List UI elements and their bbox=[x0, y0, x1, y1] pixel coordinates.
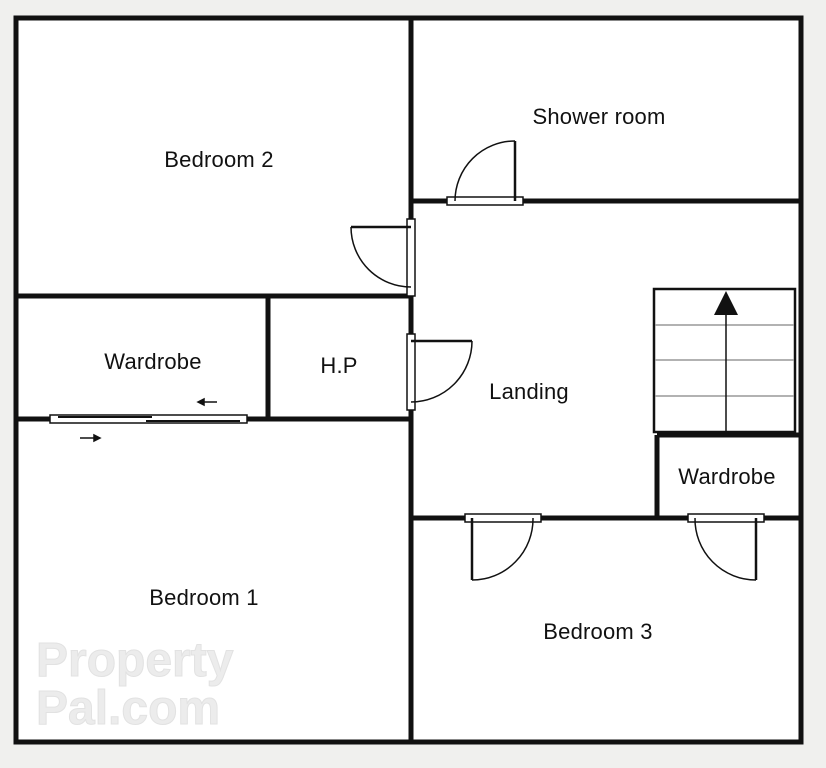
arrow-up-icon bbox=[714, 291, 738, 315]
stairs bbox=[652, 287, 797, 434]
door-frame bbox=[464, 513, 542, 523]
wardrobe-right-door bbox=[687, 513, 765, 581]
room-label-bedroom-1: Bedroom 1 bbox=[149, 585, 259, 610]
walls bbox=[13, 15, 804, 745]
bedroom2-door bbox=[350, 218, 416, 297]
sliding-door-frame bbox=[49, 414, 248, 424]
bedroom3-door bbox=[464, 513, 542, 581]
door-swing-arc bbox=[471, 517, 534, 581]
hp-door bbox=[406, 333, 473, 411]
door-frame bbox=[406, 218, 416, 297]
shower-room-door bbox=[446, 140, 524, 206]
door-frame bbox=[687, 513, 765, 523]
arrow-left-icon-head bbox=[196, 397, 205, 407]
door-swing-arc bbox=[410, 340, 473, 403]
room-label-hp: H.P bbox=[320, 353, 358, 378]
room-label-bedroom-2: Bedroom 2 bbox=[164, 147, 274, 172]
room-label-bedroom-3: Bedroom 3 bbox=[543, 619, 653, 644]
arrow-right-icon-head bbox=[93, 433, 102, 443]
door-frame bbox=[406, 333, 416, 411]
sliding-wardrobe-door bbox=[49, 414, 248, 424]
door-frame bbox=[446, 196, 524, 206]
room-label-wardrobe-right: Wardrobe bbox=[678, 464, 776, 489]
door-swing-arc bbox=[350, 226, 412, 288]
door-swing-arc bbox=[454, 140, 516, 202]
sliding-arrows bbox=[80, 397, 217, 443]
door-swing-arc bbox=[694, 517, 757, 581]
doors bbox=[49, 140, 765, 581]
room-label-wardrobe-left: Wardrobe bbox=[104, 349, 202, 374]
stair-treads bbox=[655, 324, 794, 397]
room-label-shower-room: Shower room bbox=[532, 104, 666, 129]
room-label-landing: Landing bbox=[489, 379, 569, 404]
